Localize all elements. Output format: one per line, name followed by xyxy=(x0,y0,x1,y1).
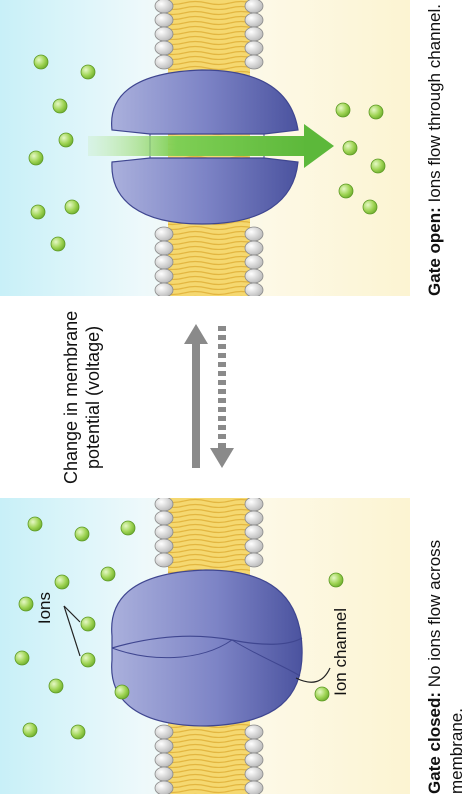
voltage-arrows xyxy=(184,324,234,468)
gate-closed-title: Gate closed: xyxy=(425,691,444,794)
gate-open-description: Ions flow through channel. xyxy=(425,4,444,203)
ions-closed xyxy=(14,516,344,740)
gate-open-diagram xyxy=(0,0,410,296)
ion-channel-label: Ion channel xyxy=(331,608,350,696)
ions-pointer-lines xyxy=(63,605,81,657)
gate-open-title: Gate open: xyxy=(425,207,444,296)
gate-closed-diagram xyxy=(0,498,410,794)
solid-up-arrow xyxy=(184,324,208,468)
voltage-change-label: Change in membrane potential (voltage) xyxy=(61,310,103,484)
gate-closed-panel xyxy=(0,498,410,794)
ion-channel-open xyxy=(111,69,299,225)
ion-flow-arrow xyxy=(88,124,334,168)
ions-label: Ions xyxy=(35,592,54,625)
gate-open-caption: Gate open: Ions flow through channel. xyxy=(424,0,473,296)
gate-open-panel xyxy=(0,0,410,296)
channel-pointer-line xyxy=(295,667,331,683)
dashed-down-arrow xyxy=(210,326,234,468)
phospholipid-heads xyxy=(154,498,264,794)
gate-closed-caption: Gate closed: No ions flow across membran… xyxy=(424,498,473,794)
ions-open xyxy=(28,54,386,252)
phospholipid-heads xyxy=(154,0,264,296)
ion-channel-closed xyxy=(111,569,303,727)
